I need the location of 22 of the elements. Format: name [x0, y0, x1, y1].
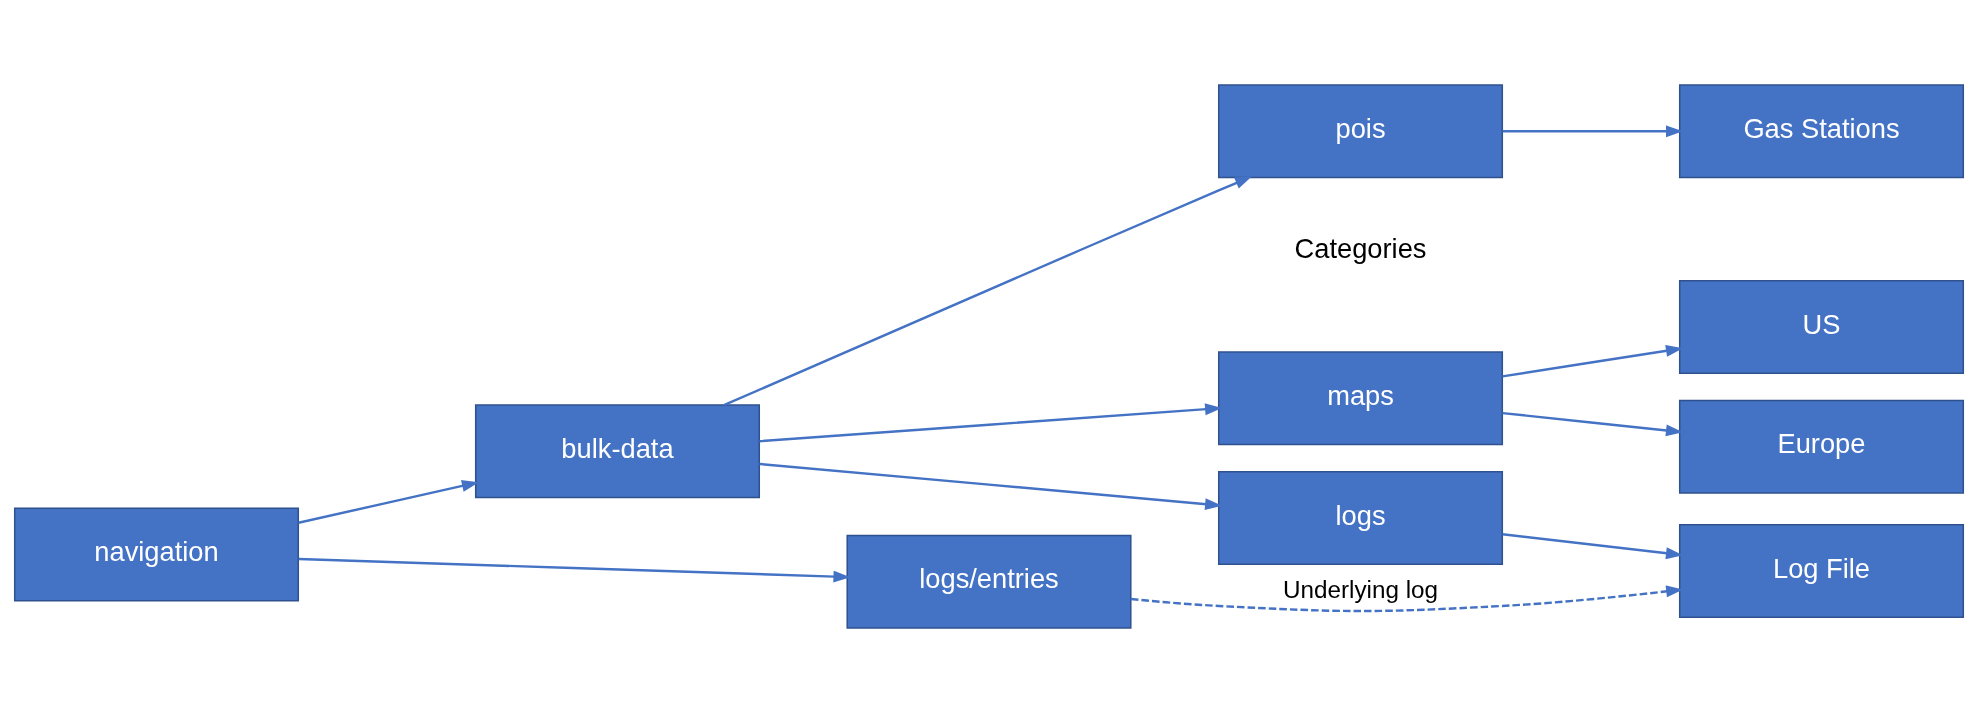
node-box: pois [1217, 84, 1504, 179]
arrow [724, 176, 1253, 407]
node-box: navigation [13, 507, 300, 602]
arrow [1130, 585, 1684, 613]
node-box: Europe [1678, 399, 1965, 494]
arrow [1502, 125, 1683, 138]
label: Categories [1294, 232, 1427, 264]
node-box: US [1678, 279, 1965, 374]
node-box: Gas Stations [1678, 84, 1965, 179]
arrow [1502, 533, 1683, 560]
arrow [1502, 411, 1683, 437]
arrow [759, 462, 1223, 511]
arrow [759, 403, 1223, 443]
edge-label: Underlying log [1283, 576, 1439, 604]
node-box: bulk-data [474, 404, 761, 499]
arrow [298, 557, 851, 583]
node-box: maps [1217, 351, 1504, 446]
node-box: Log File [1678, 524, 1965, 619]
node-box: logs/entries [846, 534, 1132, 629]
arrow [1502, 345, 1683, 378]
node-box: logs [1217, 471, 1504, 565]
arrow [298, 480, 479, 524]
